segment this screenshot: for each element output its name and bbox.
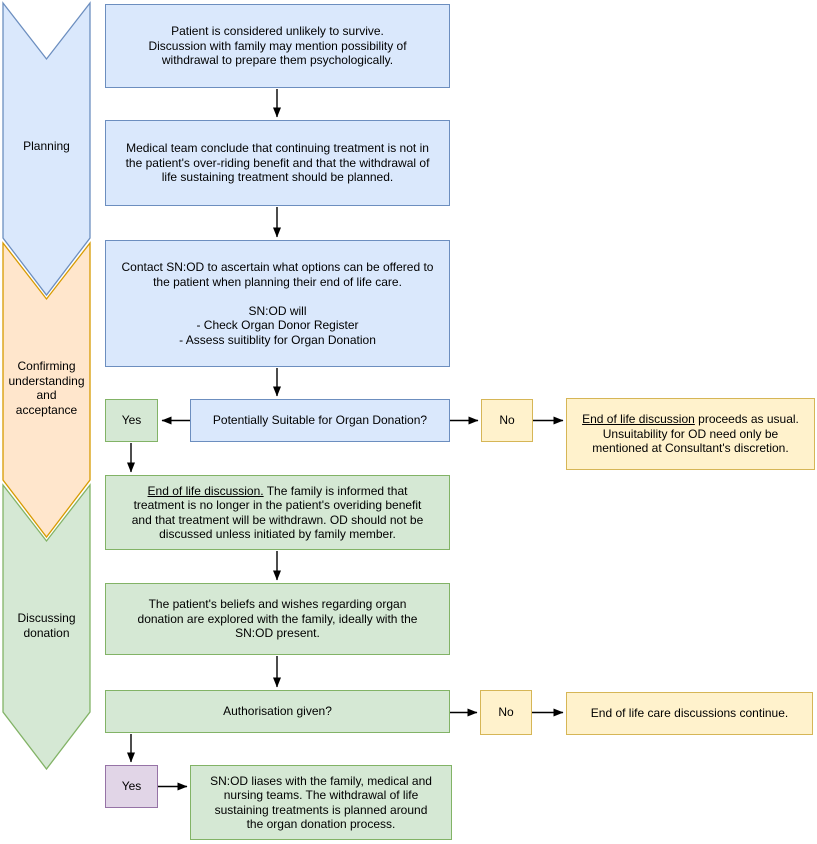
node-text: End of life discussion proceeds as usual… [582, 412, 799, 456]
node-eol-proceeds-usual: End of life discussion proceeds as usual… [566, 398, 815, 470]
node-text: Contact SN:OD to ascertain what options … [121, 260, 434, 347]
node-medical-team-conclude: Medical team conclude that continuing tr… [105, 120, 450, 206]
node-eol-discussion-family: End of life discussion. The family is in… [105, 475, 450, 550]
phase-label-confirming: Confirming understanding and acceptance [8, 359, 85, 417]
node-text-rest: The family is informed that treatment is… [131, 483, 424, 542]
node-patient-unlikely-survive: Patient is considered unlikely to surviv… [105, 4, 450, 88]
node-yes-authorisation: Yes [105, 765, 158, 808]
node-text: The patient's beliefs and wishes regardi… [137, 597, 418, 641]
underlined-phrase: End of life discussion. [147, 483, 264, 498]
node-no-suitable: No [481, 399, 533, 442]
node-text: Medical team conclude that continuing tr… [125, 141, 430, 185]
node-no-authorisation: No [480, 690, 532, 735]
node-decision-authorisation: Authorisation given? [105, 690, 450, 733]
node-text: Yes [121, 779, 142, 794]
node-patient-beliefs: The patient's beliefs and wishes regardi… [105, 583, 450, 655]
underlined-phrase: End of life discussion [582, 412, 695, 427]
node-text: End of life care discussions continue. [590, 706, 789, 721]
node-text: Potentially Suitable for Organ Donation? [212, 413, 428, 428]
phase-label-planning: Planning [23, 139, 70, 153]
node-text: SN:OD liases with the family, medical an… [210, 773, 432, 832]
node-eol-care-continue: End of life care discussions continue. [566, 692, 813, 735]
node-text: No [498, 705, 514, 720]
phase-label-discussing: Discussing donation [17, 611, 76, 640]
node-text: Authorisation given? [223, 704, 332, 719]
node-text-rest: proceeds as usual. Unsuitability for OD … [592, 412, 799, 456]
node-decision-suitability: Potentially Suitable for Organ Donation? [190, 399, 450, 442]
node-snod-liaises: SN:OD liases with the family, medical an… [190, 765, 452, 840]
node-contact-snod: Contact SN:OD to ascertain what options … [105, 240, 450, 367]
node-text: No [499, 413, 515, 428]
node-yes-suitable: Yes [105, 399, 158, 442]
node-text: Yes [121, 413, 142, 428]
node-text: End of life discussion. The family is in… [132, 484, 424, 542]
node-text: Patient is considered unlikely to surviv… [148, 24, 407, 68]
